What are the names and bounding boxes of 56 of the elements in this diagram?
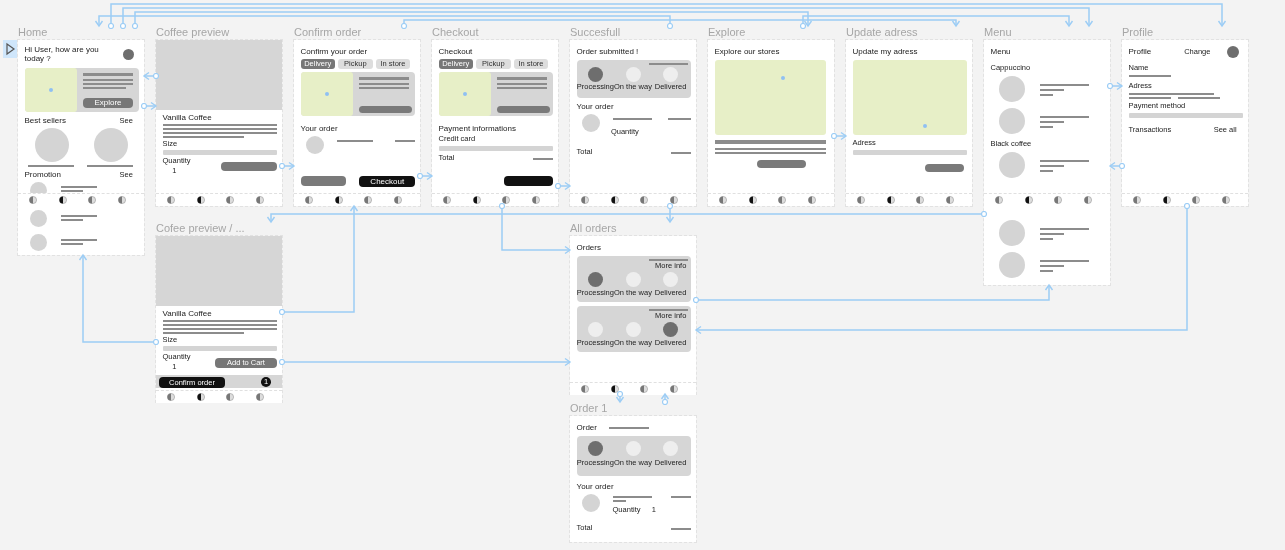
button: Explore bbox=[83, 98, 133, 108]
arrow bbox=[278, 161, 295, 171]
arrow bbox=[660, 393, 670, 406]
label-text: Orders bbox=[576, 243, 601, 253]
arrow bbox=[266, 210, 988, 223]
arrow bbox=[665, 202, 675, 223]
arrow bbox=[278, 357, 571, 367]
arrow bbox=[94, 15, 674, 30]
label-text: Update my adress bbox=[852, 47, 918, 57]
arrow bbox=[143, 71, 160, 81]
screen-title: Succesfull bbox=[570, 26, 621, 39]
label-text: Checkout bbox=[438, 47, 473, 57]
arrow bbox=[615, 390, 625, 403]
arrow bbox=[498, 202, 571, 255]
label-text: Best sellers bbox=[24, 116, 66, 126]
arrow bbox=[140, 101, 157, 111]
label-text: Hi User, how are you today ? bbox=[24, 45, 100, 64]
label-text: Promotion bbox=[24, 170, 61, 180]
arrow bbox=[1109, 161, 1126, 171]
arrow bbox=[107, 3, 1227, 30]
label-text: Vanilla Coffee bbox=[162, 113, 212, 123]
button: Checkout bbox=[359, 176, 416, 187]
arrow bbox=[830, 131, 847, 141]
screen-title: Cofee preview / ... bbox=[156, 222, 245, 235]
arrow bbox=[131, 11, 813, 30]
arrow bbox=[554, 181, 571, 191]
label-text: Menu bbox=[990, 47, 1011, 57]
screen-title: Explore bbox=[708, 26, 746, 39]
arrow bbox=[400, 19, 961, 30]
arrow bbox=[278, 205, 359, 316]
arrow bbox=[799, 15, 1074, 30]
screen-title: Menu bbox=[984, 26, 1012, 39]
screen-title: Order 1 bbox=[570, 402, 608, 415]
label-text: Confirm your order bbox=[300, 47, 368, 57]
screen-title: All orders bbox=[570, 222, 617, 235]
arrow bbox=[416, 171, 433, 181]
screen-title: Home bbox=[18, 26, 48, 39]
arrow bbox=[695, 202, 1191, 335]
arrow bbox=[119, 7, 1094, 30]
arrow bbox=[1106, 81, 1123, 91]
screen-title: Coffee preview bbox=[156, 26, 230, 39]
label-text: Order bbox=[576, 423, 597, 433]
label-text: Explore our stores bbox=[714, 47, 780, 57]
label-text: Your order bbox=[300, 124, 338, 134]
arrow bbox=[78, 254, 160, 346]
screen-title: Confirm order bbox=[294, 26, 362, 39]
label-text: Profile bbox=[1128, 47, 1152, 57]
arrow bbox=[692, 284, 1054, 304]
label-text: Order submitted ! bbox=[576, 47, 639, 57]
screen-title: Profile bbox=[1122, 26, 1154, 39]
screen-title: Update adress bbox=[846, 26, 918, 39]
label-text: Your order bbox=[576, 482, 614, 492]
label-text: Payment informations bbox=[438, 124, 516, 134]
label-text: Your order bbox=[576, 102, 614, 112]
screen-title: Checkout bbox=[432, 26, 479, 39]
label-text: Vanilla Coffee bbox=[162, 309, 212, 319]
